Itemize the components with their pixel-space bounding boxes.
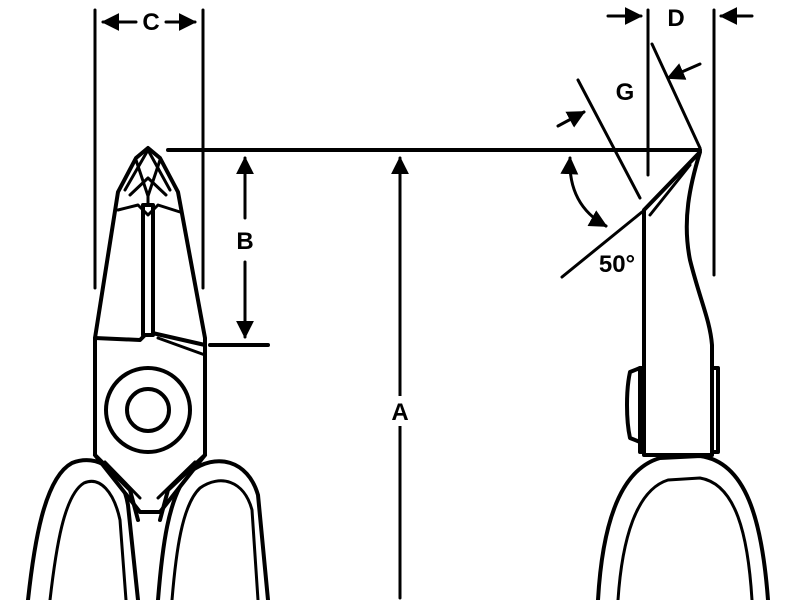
label-c: C (142, 9, 159, 36)
angle-reference-line (560, 210, 644, 279)
label-b: B (236, 228, 253, 255)
dimension-g-arrow-right (666, 62, 702, 80)
label-a: A (391, 399, 408, 426)
pliers-side-view (596, 150, 770, 600)
dimension-g-ext-right (650, 42, 702, 150)
pliers-top-view (26, 146, 270, 600)
dimension-g-arrow-left (556, 110, 586, 128)
dimension-lines (93, 7, 754, 600)
side-pivot-cap (625, 366, 642, 444)
jaw-center-slot (141, 203, 155, 337)
dimension-labels: A B C D G 50° (142, 5, 684, 426)
label-d: D (667, 5, 684, 32)
dimension-g-ext-left (576, 78, 642, 200)
label-angle: 50° (599, 251, 635, 278)
side-jaw-head (642, 150, 714, 457)
angle-arc (560, 156, 608, 228)
pivot-screw-inner (125, 387, 171, 433)
label-g: G (616, 79, 635, 106)
